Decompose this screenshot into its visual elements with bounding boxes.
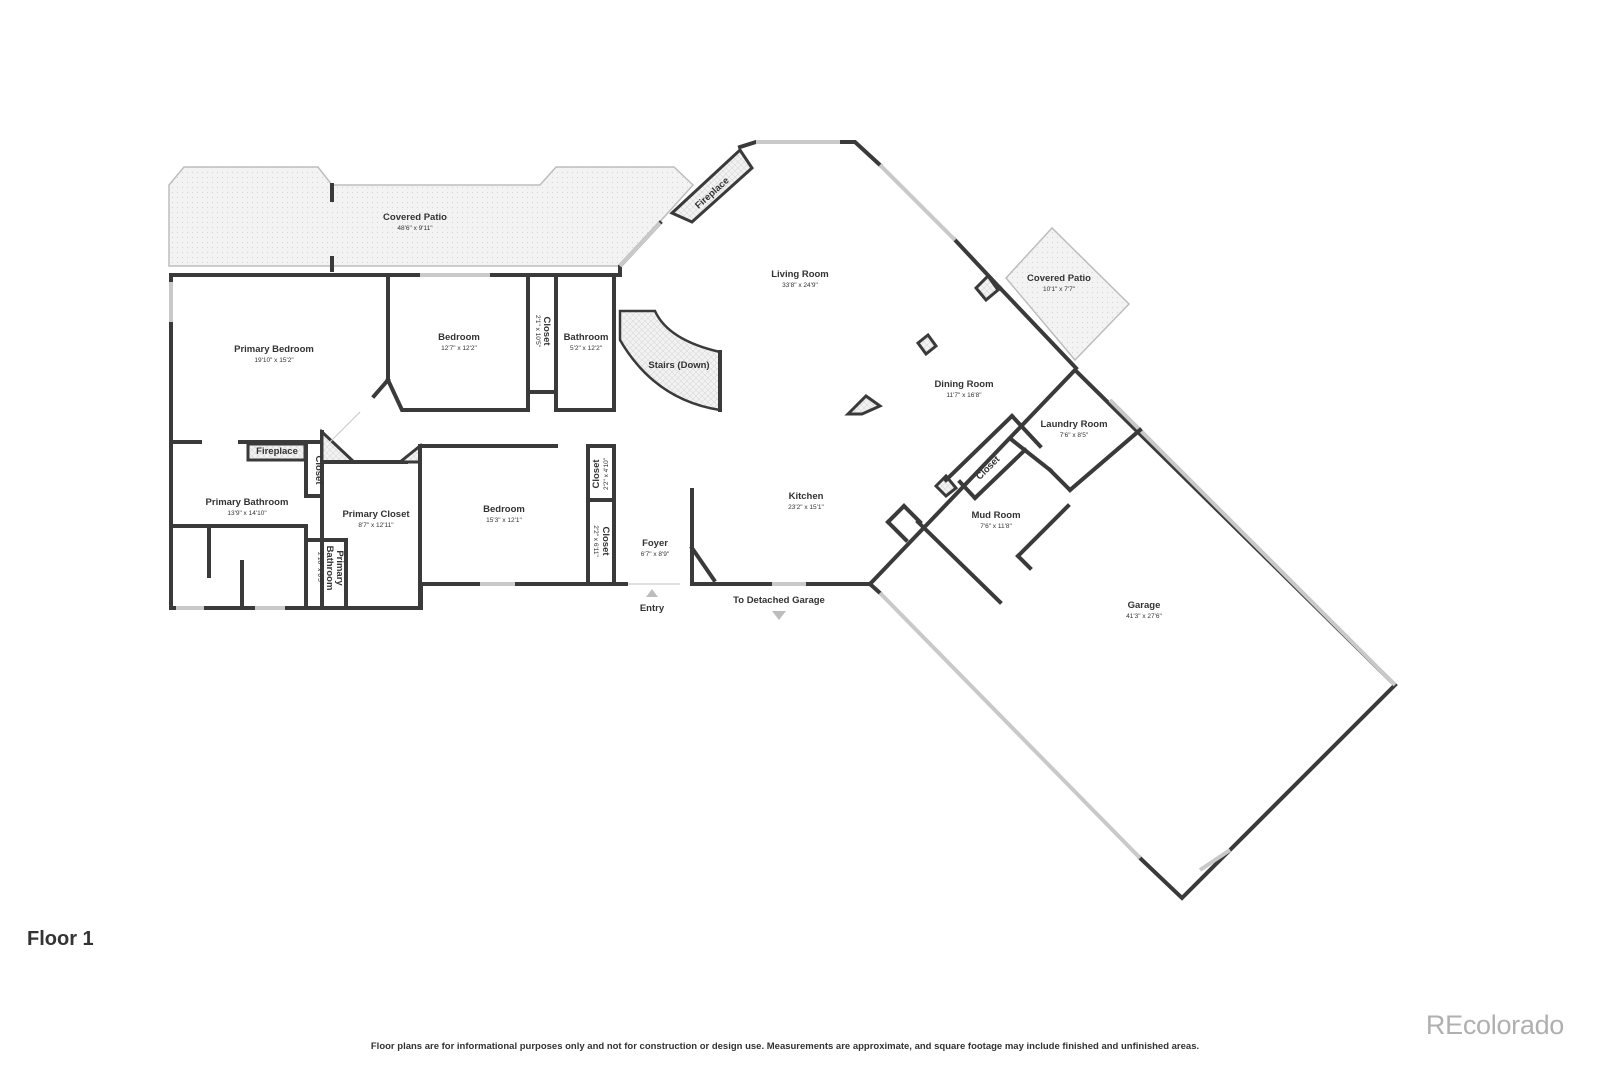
primary-bedroom-label: Primary Bedroom xyxy=(234,344,314,355)
brand-logo: REcolorado xyxy=(1425,1010,1564,1040)
windows xyxy=(169,140,1397,872)
primary-bathroom-dims: 13'9" x 14'10" xyxy=(227,510,267,517)
entry-arrow-icon xyxy=(646,589,658,597)
primary-closet-dims: 8'7" x 12'11" xyxy=(358,522,394,529)
closet-3-dims: 2'2" x 4'10" xyxy=(603,457,610,490)
living-room-label: Living Room xyxy=(771,269,829,280)
primary-bathroom-label: Primary Bathroom xyxy=(206,497,289,508)
covered-patio-label: Covered Patio xyxy=(383,212,447,223)
primary-closet-label: Primary Closet xyxy=(342,509,410,520)
fireplace-bedroom-label: Fireplace xyxy=(256,446,298,457)
primary-bathroom-2-label-line2: Bathroom xyxy=(324,546,335,591)
kitchen-dims: 23'2" x 15'1" xyxy=(788,504,824,511)
living-room-dims: 33'8" x 24'9" xyxy=(782,282,818,289)
covered-patio-dims: 48'6" x 9'11" xyxy=(397,225,433,232)
closet-2-label: Closet xyxy=(313,455,324,485)
kitchen-label: Kitchen xyxy=(789,491,824,502)
bedroom-2-label: Bedroom xyxy=(483,504,525,515)
mud-room-dims: 7'6" x 11'8" xyxy=(980,523,1012,530)
laundry-room-dims: 7'6" x 8'5" xyxy=(1060,432,1089,439)
closet-1-label: Closet xyxy=(541,316,552,346)
bedroom-1-label: Bedroom xyxy=(438,332,480,343)
closet-4-dims: 2'2" x 6'11" xyxy=(592,525,599,557)
closet-1-dims: 2'1" x 10'5" xyxy=(534,315,541,348)
bathroom-label: Bathroom xyxy=(564,332,609,343)
bathroom-dims: 5'2" x 12'2" xyxy=(570,345,603,352)
covered-patio-right-area xyxy=(1005,226,1131,362)
covered-patio-right-label: Covered Patio xyxy=(1027,273,1091,284)
closet-4-label: Closet xyxy=(600,526,611,556)
interior-walls xyxy=(169,147,1143,610)
garage-label: Garage xyxy=(1128,600,1161,611)
disclaimer-text: Floor plans are for informational purpos… xyxy=(370,1041,1200,1052)
detached-garage-arrow-icon xyxy=(772,611,786,620)
foyer-label: Foyer xyxy=(642,538,668,549)
dining-room-dims: 11'7" x 16'8" xyxy=(946,392,982,399)
fireplace-living-shape xyxy=(669,147,754,224)
detached-garage-label: To Detached Garage xyxy=(733,595,825,606)
stairs-label: Stairs (Down) xyxy=(648,360,709,371)
entry-label: Entry xyxy=(640,603,665,614)
primary-bathroom-2-label-line1: Primary xyxy=(334,550,345,586)
garage-dims: 41'3" x 27'6" xyxy=(1126,613,1162,620)
laundry-room-label: Laundry Room xyxy=(1040,419,1107,430)
foyer-dims: 6'7" x 8'9" xyxy=(641,551,670,558)
covered-patio-right-dims: 10'1" x 7'7" xyxy=(1043,286,1076,293)
primary-bedroom-dims: 19'10" x 15'2" xyxy=(254,357,294,364)
floor-label: Floor 1 xyxy=(27,928,94,950)
covered-patio-area xyxy=(168,166,695,267)
bedroom-1-dims: 12'7" x 12'2" xyxy=(441,345,477,352)
bedroom-2-dims: 15'3" x 12'1" xyxy=(486,517,522,524)
mud-room-label: Mud Room xyxy=(971,510,1020,521)
primary-bathroom-2-dims: 2'10" x 6'5" xyxy=(316,552,323,585)
dining-room-label: Dining Room xyxy=(934,379,993,390)
closet-3-label: Closet xyxy=(591,459,602,489)
